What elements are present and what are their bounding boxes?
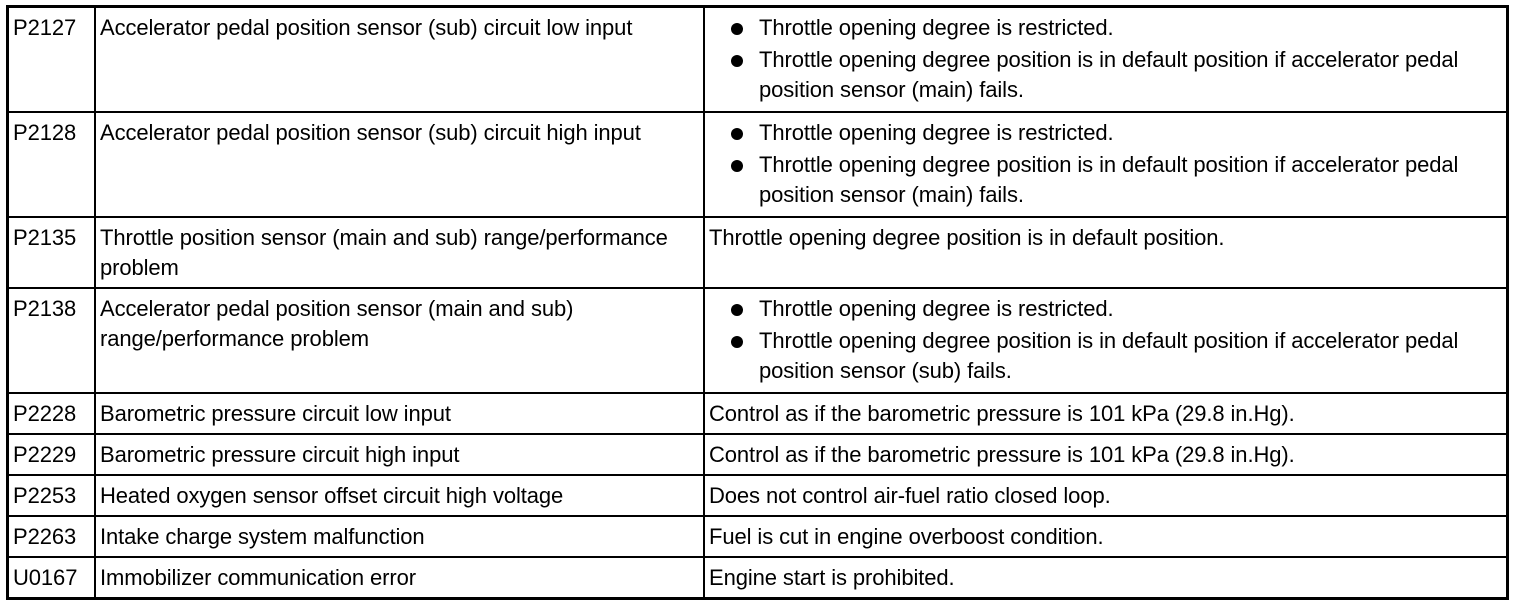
fail-safe-text: Throttle opening degree is restricted. — [759, 15, 1114, 40]
fail-safe-text: Throttle opening degree is restricted. — [759, 296, 1114, 321]
dtc-code: P2127 — [13, 15, 77, 40]
fail-safe-list: Throttle opening degree is restricted. T… — [709, 13, 1502, 105]
table-row: P2229 Barometric pressure circuit high i… — [7, 433, 1508, 476]
dtc-description-cell: Barometric pressure circuit high input — [94, 433, 705, 476]
dtc-code-cell: U0167 — [7, 556, 96, 599]
dtc-code: P2128 — [13, 120, 77, 145]
fail-safe-cell: Does not control air-fuel ratio closed l… — [703, 474, 1508, 517]
fail-safe-list: Throttle opening degree is restricted. T… — [709, 118, 1502, 210]
dtc-description-cell: Heated oxygen sensor offset circuit high… — [94, 474, 705, 517]
dtc-code: P2253 — [13, 483, 77, 508]
dtc-description: Accelerator pedal position sensor (main … — [100, 296, 574, 351]
dtc-code: P2263 — [13, 524, 77, 549]
fail-safe-text: Does not control air-fuel ratio closed l… — [709, 483, 1111, 508]
fail-safe-cell: Throttle opening degree is restricted. T… — [703, 287, 1508, 394]
dtc-table: P2127 Accelerator pedal position sensor … — [6, 5, 1509, 600]
dtc-code-cell: P2229 — [7, 433, 96, 476]
list-item: Throttle opening degree position is in d… — [709, 326, 1502, 386]
dtc-description: Accelerator pedal position sensor (sub) … — [100, 120, 641, 145]
list-item: Throttle opening degree position is in d… — [709, 150, 1502, 210]
dtc-description-cell: Accelerator pedal position sensor (sub) … — [94, 6, 705, 113]
table-row: P2127 Accelerator pedal position sensor … — [7, 6, 1508, 113]
dtc-code-cell: P2228 — [7, 392, 96, 435]
list-item: Throttle opening degree is restricted. — [709, 13, 1502, 43]
fail-safe-cell: Fuel is cut in engine overboost conditio… — [703, 515, 1508, 558]
fail-safe-text: Throttle opening degree position is in d… — [709, 225, 1225, 250]
fail-safe-cell: Control as if the barometric pressure is… — [703, 433, 1508, 476]
table-row: P2128 Accelerator pedal position sensor … — [7, 111, 1508, 218]
dtc-description-cell: Accelerator pedal position sensor (main … — [94, 287, 705, 394]
fail-safe-list: Throttle opening degree is restricted. T… — [709, 294, 1502, 386]
fail-safe-cell: Control as if the barometric pressure is… — [703, 392, 1508, 435]
dtc-code: P2229 — [13, 442, 77, 467]
dtc-description-cell: Intake charge system malfunction — [94, 515, 705, 558]
dtc-description: Heated oxygen sensor offset circuit high… — [100, 483, 564, 508]
fail-safe-text: Throttle opening degree position is in d… — [759, 328, 1459, 383]
dtc-code-cell: P2263 — [7, 515, 96, 558]
dtc-code-cell: P2135 — [7, 216, 96, 289]
dtc-table-body: P2127 Accelerator pedal position sensor … — [7, 6, 1508, 599]
table-row: U0167 Immobilizer communication error En… — [7, 556, 1508, 599]
fail-safe-text: Control as if the barometric pressure is… — [709, 401, 1295, 426]
table-row: P2253 Heated oxygen sensor offset circui… — [7, 474, 1508, 517]
fail-safe-text: Engine start is prohibited. — [709, 565, 955, 590]
table-row: P2228 Barometric pressure circuit low in… — [7, 392, 1508, 435]
dtc-description-cell: Throttle position sensor (main and sub) … — [94, 216, 705, 289]
fail-safe-text: Control as if the barometric pressure is… — [709, 442, 1295, 467]
table-row: P2135 Throttle position sensor (main and… — [7, 216, 1508, 289]
fail-safe-text: Throttle opening degree position is in d… — [759, 152, 1459, 207]
dtc-code-cell: P2128 — [7, 111, 96, 218]
fail-safe-cell: Throttle opening degree position is in d… — [703, 216, 1508, 289]
dtc-code: P2135 — [13, 225, 77, 250]
bullet-icon — [731, 23, 743, 35]
bullet-icon — [731, 128, 743, 140]
fail-safe-text: Fuel is cut in engine overboost conditio… — [709, 524, 1104, 549]
list-item: Throttle opening degree is restricted. — [709, 294, 1502, 324]
dtc-description: Immobilizer communication error — [100, 565, 416, 590]
fail-safe-cell: Engine start is prohibited. — [703, 556, 1508, 599]
dtc-code: P2138 — [13, 296, 77, 321]
dtc-description: Accelerator pedal position sensor (sub) … — [100, 15, 633, 40]
fail-safe-cell: Throttle opening degree is restricted. T… — [703, 6, 1508, 113]
dtc-description: Throttle position sensor (main and sub) … — [100, 225, 668, 280]
table-row: P2138 Accelerator pedal position sensor … — [7, 287, 1508, 394]
fail-safe-cell: Throttle opening degree is restricted. T… — [703, 111, 1508, 218]
dtc-code: P2228 — [13, 401, 77, 426]
dtc-code-cell: P2253 — [7, 474, 96, 517]
fail-safe-text: Throttle opening degree is restricted. — [759, 120, 1114, 145]
fail-safe-text: Throttle opening degree position is in d… — [759, 47, 1459, 102]
dtc-code: U0167 — [13, 565, 78, 590]
dtc-description-cell: Accelerator pedal position sensor (sub) … — [94, 111, 705, 218]
dtc-description: Intake charge system malfunction — [100, 524, 425, 549]
dtc-code-cell: P2127 — [7, 6, 96, 113]
bullet-icon — [731, 336, 743, 348]
dtc-description-cell: Barometric pressure circuit low input — [94, 392, 705, 435]
bullet-icon — [731, 160, 743, 172]
list-item: Throttle opening degree position is in d… — [709, 45, 1502, 105]
dtc-description-cell: Immobilizer communication error — [94, 556, 705, 599]
bullet-icon — [731, 55, 743, 67]
table-row: P2263 Intake charge system malfunction F… — [7, 515, 1508, 558]
bullet-icon — [731, 304, 743, 316]
dtc-description: Barometric pressure circuit high input — [100, 442, 460, 467]
list-item: Throttle opening degree is restricted. — [709, 118, 1502, 148]
dtc-code-cell: P2138 — [7, 287, 96, 394]
dtc-description: Barometric pressure circuit low input — [100, 401, 451, 426]
